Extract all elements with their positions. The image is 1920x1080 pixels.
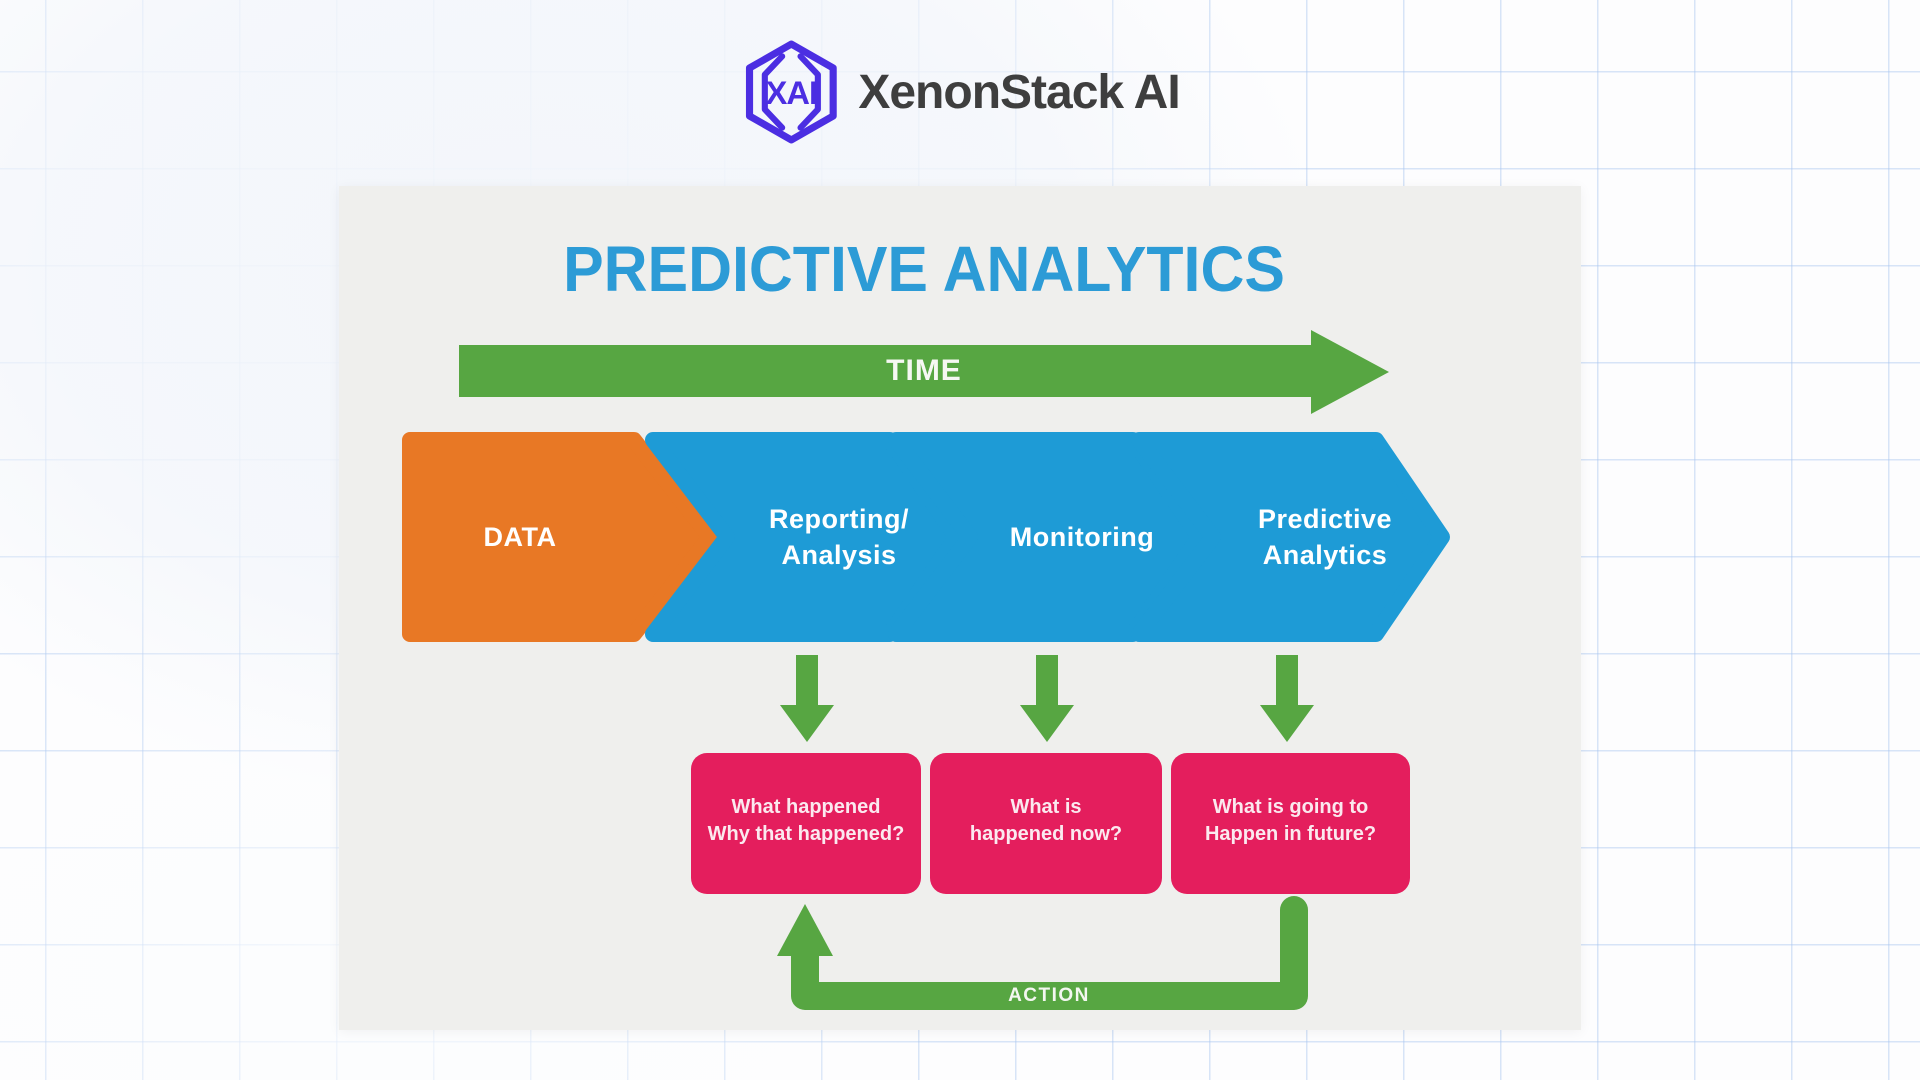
stage-label-line: Analytics xyxy=(1262,540,1388,570)
stage-shape-data xyxy=(402,432,718,642)
outcome-card-current: What is happened now? xyxy=(930,753,1162,894)
diagram-title: PREDICTIVE ANALYTICS xyxy=(563,233,1285,305)
stage-label-line: Monitoring xyxy=(1009,522,1155,552)
down-arrow-head-icon xyxy=(1260,705,1314,742)
time-arrow: TIME xyxy=(459,330,1389,414)
action-loop-arrowhead-icon xyxy=(777,904,833,956)
time-arrow-head-icon xyxy=(1311,330,1389,414)
outcome-line: Happen in future? xyxy=(1204,822,1377,845)
down-arrow-icon xyxy=(780,655,834,742)
stage-chevron-row xyxy=(402,432,1450,642)
brand-lockup: XAI XenonStack AI xyxy=(740,40,1181,144)
down-arrow-icon xyxy=(1020,655,1074,742)
logo-monogram: XAI xyxy=(766,74,817,111)
stage-label-line: DATA xyxy=(483,522,557,552)
outcome-card-descriptive: What happened Why that happened? xyxy=(691,753,921,894)
brand-wordmark: XenonStack AI xyxy=(858,65,1180,119)
stage-label-data: DATA xyxy=(402,432,638,642)
time-arrow-label: TIME xyxy=(886,354,962,387)
outcome-card-future: What is going to Happen in future? xyxy=(1171,753,1410,894)
stage-label-monitoring: Monitoring xyxy=(962,432,1202,642)
action-arrow-label: ACTION xyxy=(1008,985,1090,1006)
down-arrow-head-icon xyxy=(1020,705,1074,742)
xenonstack-logo-icon: XAI xyxy=(745,40,837,144)
action-loop-path xyxy=(791,896,1308,1010)
outcome-line: What is xyxy=(1010,795,1082,818)
down-arrow-shaft xyxy=(1036,655,1058,707)
down-arrow-shaft xyxy=(1276,655,1298,707)
stage-label-line: Analysis xyxy=(781,540,897,570)
action-loop-arrow xyxy=(777,896,1308,1010)
down-arrow-shaft xyxy=(796,655,818,707)
stage-label-line: Predictive xyxy=(1257,504,1393,534)
stage-shape-predictive-analytics xyxy=(1131,432,1450,642)
diagram-panel: PREDICTIVE ANALYTICS TIME DATA Reporting… xyxy=(339,186,1581,1030)
down-arrow-icon xyxy=(1260,655,1314,742)
time-arrow-shaft xyxy=(459,345,1315,397)
down-arrow-head-icon xyxy=(780,705,834,742)
outcome-line: Why that happened? xyxy=(707,822,905,845)
outcome-line: What happened xyxy=(731,795,881,818)
outcome-line: happened now? xyxy=(969,822,1123,845)
outcome-line: What is going to xyxy=(1212,795,1369,818)
stage-label-line: Reporting/ xyxy=(769,504,909,534)
stage-label-reporting-analysis: Reporting/Analysis xyxy=(719,432,959,642)
